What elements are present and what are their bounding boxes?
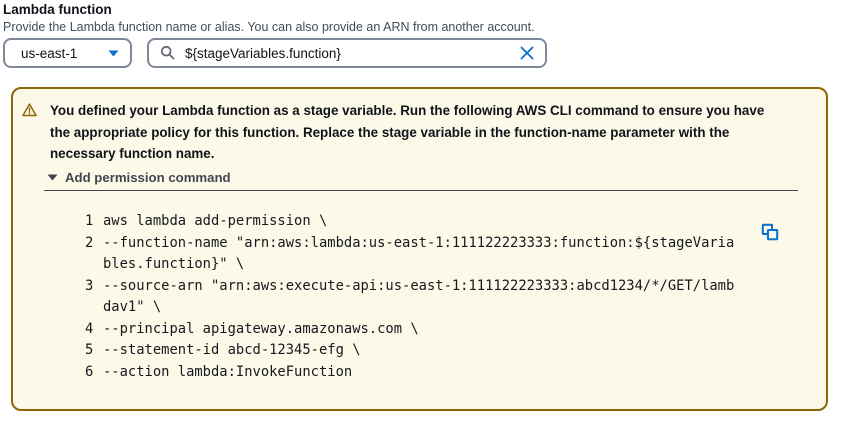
expandable-section-label: Add permission command — [65, 170, 231, 185]
code-line-text: --action lambda:InvokeFunction — [103, 363, 353, 380]
region-select[interactable]: us-east-1 — [3, 38, 132, 68]
warning-icon — [22, 103, 37, 117]
function-search-input[interactable] — [185, 45, 511, 61]
code-line: 5 --statement-id abcd-12345-efg \ — [85, 340, 738, 362]
region-select-value: us-east-1 — [21, 45, 78, 61]
function-search-box[interactable] — [147, 38, 547, 68]
code-line: 3 --source-arn "arn:aws:execute-api:us-ea… — [85, 276, 738, 319]
code-line-text: --statement-id abcd-12345-efg \ — [103, 342, 361, 358]
warning-message: You defined your Lambda function as a st… — [50, 103, 765, 162]
section-divider — [44, 190, 798, 191]
code-line-number: 6 — [85, 363, 94, 380]
code-line-text: --source-arn "arn:aws:execute-api:us-eas… — [103, 277, 735, 316]
code-line-number: 3 — [85, 277, 94, 294]
warning-message-row: You defined your Lambda function as a st… — [22, 100, 797, 165]
code-line-number: 2 — [85, 234, 94, 251]
page-title: Lambda function — [3, 2, 112, 17]
code-line-number: 1 — [85, 213, 94, 229]
code-line: 1 aws lambda add-permission \ — [85, 211, 738, 233]
code-line-number: 5 — [85, 342, 94, 358]
code-line: 6 --action lambda:InvokeFunction — [85, 362, 738, 384]
code-line-text: aws lambda add-permission \ — [103, 213, 328, 229]
code-line: 2 --function-name "arn:aws:lambda:us-east… — [85, 233, 738, 276]
expandable-section-header[interactable]: Add permission command — [47, 170, 231, 185]
code-line-number: 4 — [85, 320, 94, 337]
search-icon — [160, 45, 176, 61]
clear-icon[interactable] — [520, 46, 534, 60]
page-description: Provide the Lambda function name or alia… — [3, 20, 535, 34]
caret-down-icon — [47, 174, 58, 181]
warning-alert: You defined your Lambda function as a st… — [11, 87, 828, 411]
code-block: 1 aws lambda add-permission \ 2 --function-… — [85, 211, 738, 383]
code-line-text: --function-name "arn:aws:lambda:us-east-… — [103, 234, 735, 273]
code-line-text: --principal apigateway.amazonaws.com \ — [103, 320, 419, 337]
code-line: 4 --principal apigateway.amazonaws.com \ — [85, 319, 738, 341]
copy-button[interactable] — [761, 222, 781, 242]
caret-down-icon — [108, 50, 119, 57]
